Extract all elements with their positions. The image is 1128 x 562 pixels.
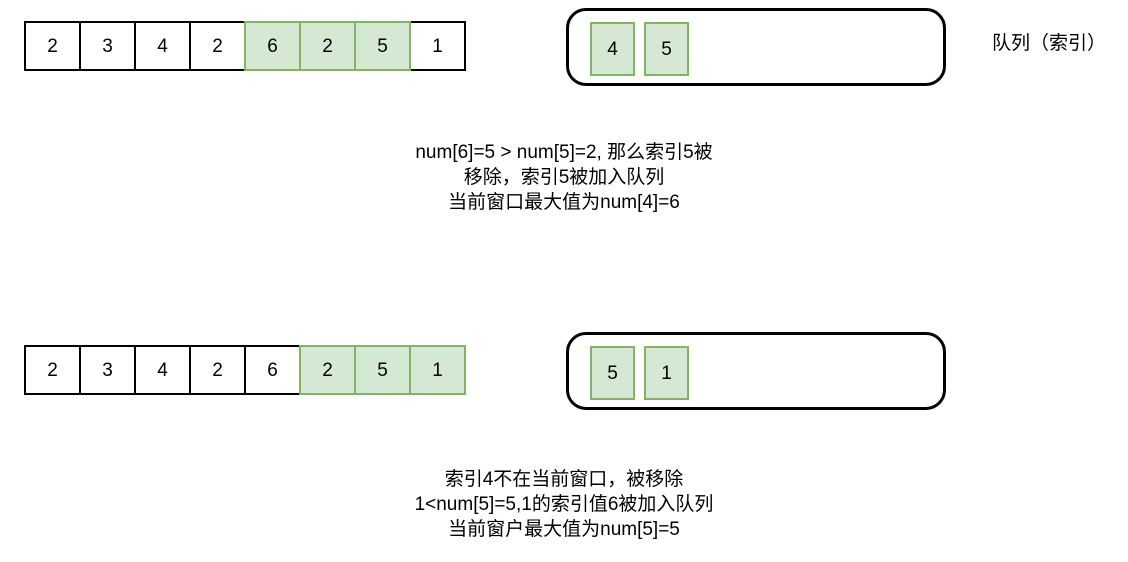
array-row-1: 2 3 4 2 6 2 5 1 [24,21,466,71]
array-row-2: 2 3 4 2 6 2 5 1 [24,345,466,395]
queue-items-1: 4 5 [590,22,698,76]
queue-label-1: 队列（索引） [992,33,1107,54]
array-cell: 2 [189,345,246,395]
caption-line: 移除，索引5被加入队列 [463,167,665,188]
queue-cell: 5 [644,22,689,76]
queue-cell: 5 [590,346,635,400]
array-cell: 6 [244,345,301,395]
array-cell: 1 [409,21,466,71]
array-cell: 4 [134,345,191,395]
array-cell-highlighted: 6 [244,21,301,71]
caption-line: num[6]=5 > num[5]=2, 那么索引5被 [415,142,713,163]
caption-line: 索引4不在当前窗口，被移除 [444,469,684,490]
caption-1: num[6]=5 > num[5]=2, 那么索引5被 移除，索引5被加入队列 … [0,140,1128,215]
queue-box-1: 4 5 [566,8,946,86]
array-cell-highlighted: 1 [409,345,466,395]
array-cell: 2 [24,21,81,71]
caption-2: 索引4不在当前窗口，被移除 1<num[5]=5,1的索引值6被加入队列 当前窗… [0,467,1128,542]
queue-cell: 4 [590,22,635,76]
array-cell: 2 [24,345,81,395]
array-cell: 3 [79,21,136,71]
queue-box-2: 5 1 [566,332,946,410]
array-cell-highlighted: 2 [299,345,356,395]
array-cell: 3 [79,345,136,395]
caption-line: 当前窗口最大值为num[4]=6 [448,192,680,213]
caption-line: 1<num[5]=5,1的索引值6被加入队列 [414,494,714,515]
array-cell-highlighted: 5 [354,21,411,71]
queue-items-2: 5 1 [590,346,698,400]
array-cell: 4 [134,21,191,71]
array-cell-highlighted: 2 [299,21,356,71]
array-cell: 2 [189,21,246,71]
queue-cell: 1 [644,346,689,400]
caption-line: 当前窗户最大值为num[5]=5 [448,519,680,540]
array-cell-highlighted: 5 [354,345,411,395]
